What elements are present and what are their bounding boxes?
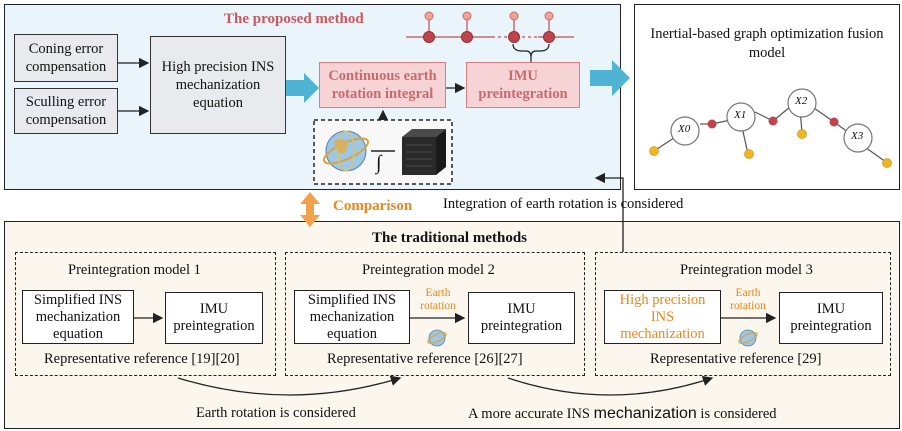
model3-title: Preintegration model 3 (680, 262, 813, 278)
earth-integral-box: Continuous earth rotation integral (319, 62, 446, 108)
mechanization-box: High precision INS mechanization equatio… (150, 36, 286, 134)
model1-mech-box: Simplified INS mechanization equation (22, 290, 134, 344)
model2-ref: Representative reference [26][27] (327, 351, 523, 367)
blue-arrow-mech-to-earth (286, 73, 319, 103)
coning-box: Coning error compensation (14, 34, 118, 82)
model2-mech-box: Simplified INS mechanization equation (294, 290, 410, 344)
curve-arrow-1 (177, 375, 402, 396)
proposed-title: The proposed method (224, 11, 364, 27)
model3-ref: Representative reference [29] (650, 351, 822, 367)
model2-frame (285, 252, 585, 376)
blue-arrow-to-fusion (590, 60, 630, 96)
model1-ref: Representative reference [19][20] (44, 351, 240, 367)
model2-title: Preintegration model 2 (362, 262, 495, 278)
comparison-label: Comparison (333, 198, 413, 214)
model1-imu-box: IMU preintegration (165, 292, 263, 344)
fusion-model-panel (634, 4, 900, 190)
note-accurate-mech: A more accurate INS mechanization is con… (468, 405, 777, 423)
traditional-methods-panel (4, 221, 900, 429)
integral-symbol: ∫ (376, 152, 382, 174)
node-x2: X2 (795, 95, 808, 107)
model2-earth-label: Earth rotation (420, 287, 456, 312)
note-accurate-mech-a: A more accurate INS (468, 406, 590, 422)
node-x3: X3 (851, 130, 864, 142)
imu-preint-box: IMU preintegration (466, 62, 580, 108)
globe-icon-model2 (427, 329, 447, 347)
curve-arrow-2 (507, 375, 714, 396)
model3-frame (595, 252, 891, 376)
globe-icon-model3 (738, 329, 758, 347)
traditional-title: The traditional methods (372, 230, 528, 246)
integration-feedback-arrow (594, 172, 624, 252)
comparison-arrow-icon (300, 192, 320, 227)
fusion-title: Inertial-based graph optimization fusion… (650, 26, 884, 61)
note-accurate-mech-b: mechanization (593, 405, 697, 422)
model3-imu-box: IMU preintegration (779, 292, 883, 344)
note-accurate-mech-c: is considered (700, 406, 777, 422)
model3-mech-box: High precision INS mechanization (604, 290, 721, 344)
sculling-box: Sculling error compensation (14, 88, 118, 134)
model1-frame (15, 252, 276, 376)
integration-note: Integration of earth rotation is conside… (443, 196, 684, 212)
preint-brace (512, 43, 550, 58)
model2-imu-box: IMU preintegration (468, 292, 575, 344)
node-x0: X0 (678, 123, 691, 135)
note-earth-rotation: Earth rotation is considered (196, 405, 356, 421)
globe-icon (322, 130, 370, 172)
imu-cube-icon (402, 129, 446, 175)
model1-title: Preintegration model 1 (68, 262, 201, 278)
node-x1: X1 (734, 109, 747, 121)
model3-earth-label: Earth rotation (730, 287, 766, 312)
